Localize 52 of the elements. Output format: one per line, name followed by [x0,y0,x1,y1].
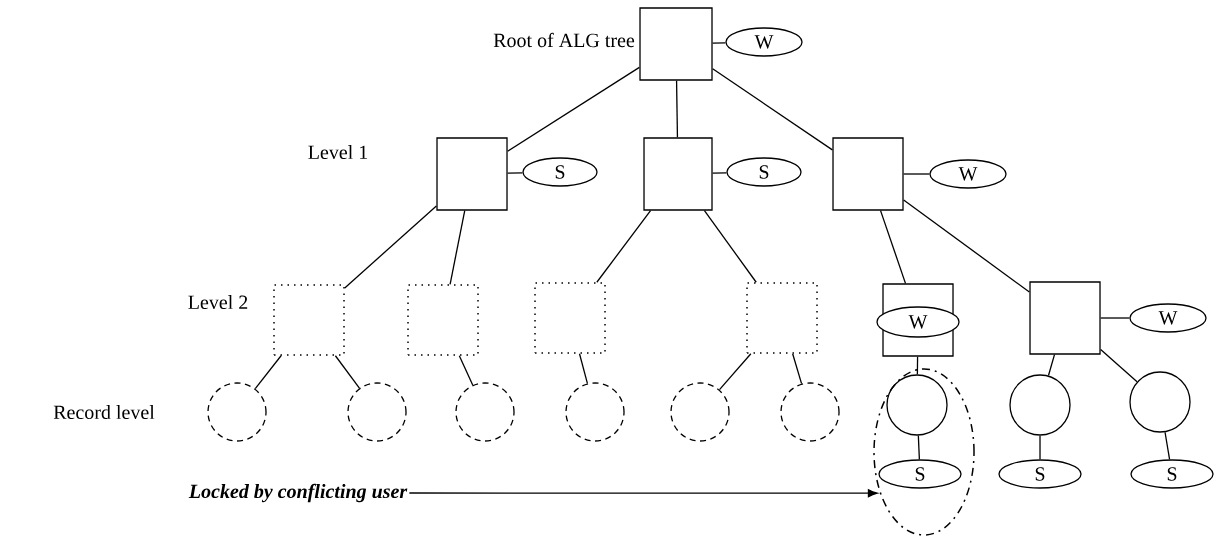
connector-line [703,210,757,283]
node-caption: Root of ALG tree [493,32,635,48]
connector-line [334,355,361,389]
record-circle [347,382,407,442]
tree-node-box [534,282,606,354]
record-circle [207,382,267,442]
connector-line [458,355,474,386]
connector-line [903,199,1030,293]
connector-line [254,355,282,390]
tree-node-box [882,283,954,357]
connector-line [879,210,907,284]
tree-node-box [639,7,713,81]
connector-line [903,173,930,175]
connector-line [917,435,921,460]
connector-line [712,172,728,174]
level-label: Record level [53,404,155,420]
connector-line [596,210,652,283]
record-circle [1129,371,1191,433]
record-circle [780,382,840,442]
connector-line [507,66,640,152]
connector-line [1039,435,1041,460]
tree-node-box [832,137,904,211]
record-circle [886,374,948,436]
arrow [408,489,878,498]
level-label: Level 2 [188,294,248,310]
connector-line [712,68,833,151]
connector-line [712,42,727,44]
connector-line [449,210,466,285]
connector-line [344,205,437,289]
tree-node-box [407,284,479,356]
connector-line [916,356,919,375]
annotation-text: Locked by conflicting user [188,483,408,503]
connector-line [675,80,679,138]
tree-node-box [273,284,345,356]
record-circle [670,382,730,442]
record-circle [1009,374,1071,436]
tree-node-box [643,137,713,211]
highlight-ellipse [873,368,975,536]
tree-node-box [746,282,818,354]
connector-line [578,353,589,384]
connector-line [1164,431,1171,461]
connector-line [507,172,524,174]
connector-line [792,353,803,385]
record-circle [455,382,515,442]
level-label: Level 1 [308,144,368,160]
connector-line [718,353,752,391]
tree-node-box [436,137,508,211]
connector-line [1100,317,1130,319]
connector-line [1047,354,1056,377]
connector-line [1100,348,1138,383]
record-circle [565,382,625,442]
tree-node-box [1029,281,1101,355]
